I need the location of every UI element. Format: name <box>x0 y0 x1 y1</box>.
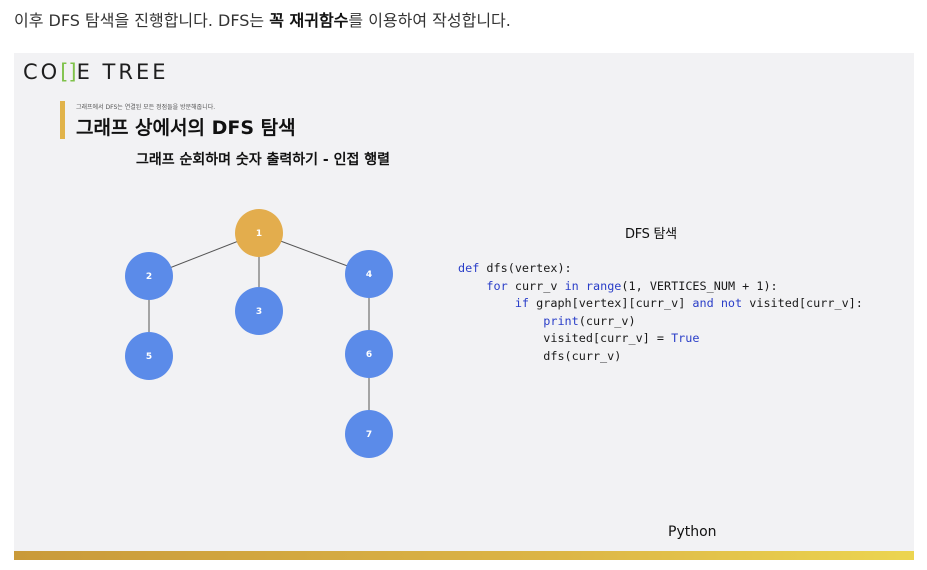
language-label: Python <box>668 524 717 540</box>
graph-node-2: 2 <box>125 252 173 300</box>
graph-node-circle <box>125 252 173 300</box>
graph-node-label: 2 <box>146 272 152 282</box>
slide-bottom-bar <box>14 551 914 560</box>
graph-node-label: 3 <box>256 307 262 317</box>
graph-node-circle <box>345 250 393 298</box>
graph-diagram: 1 2 3 4 5 6 7 <box>125 209 393 458</box>
graph-node-label: 7 <box>366 430 372 440</box>
graph-node-4: 4 <box>345 250 393 298</box>
graph-node-3: 3 <box>235 287 283 335</box>
title-accent-bar <box>60 101 65 139</box>
graph-node-label: 4 <box>366 270 372 280</box>
intro-paragraph: 이후 DFS 탐색을 진행합니다. DFS는 꼭 재귀함수를 이용하여 작성합니… <box>14 8 511 34</box>
logo-bracket-icon: [] <box>60 60 77 84</box>
graph-node-label: 1 <box>256 229 262 239</box>
graph-node-6: 6 <box>345 330 393 378</box>
lecture-slide-image: CO[]E TREE 그래프에서 DFS는 연결된 모든 정점들을 방문해줍니다… <box>14 53 914 551</box>
graph-node-circle <box>345 330 393 378</box>
slide-caption: 그래프에서 DFS는 연결된 모든 정점들을 방문해줍니다. <box>76 104 216 111</box>
codetree-logo: CO[]E TREE <box>23 60 169 84</box>
graph-node-label: 5 <box>146 352 152 362</box>
graph-node-label: 6 <box>366 350 372 360</box>
intro-text-2: 를 이용하여 작성합니다. <box>348 11 511 30</box>
intro-text-1: 이후 DFS 탐색을 진행합니다. DFS는 <box>14 11 270 30</box>
graph-node-5: 5 <box>125 332 173 380</box>
graph-node-7: 7 <box>345 410 393 458</box>
code-block: def dfs(vertex): for curr_v in range(1, … <box>458 261 863 363</box>
slide-title: 그래프 상에서의 DFS 탐색 <box>76 117 296 139</box>
intro-bold-text: 꼭 재귀함수 <box>269 11 349 30</box>
code-title: DFS 탐색 <box>625 227 677 242</box>
slide-subtitle: 그래프 순회하며 숫자 출력하기 - 인접 행렬 <box>136 152 391 168</box>
graph-nodes: 1 2 3 4 5 6 7 <box>125 209 393 458</box>
graph-node-circle <box>125 332 173 380</box>
graph-node-circle <box>235 209 283 257</box>
graph-node-1: 1 <box>235 209 283 257</box>
graph-node-circle <box>345 410 393 458</box>
graph-node-circle <box>235 287 283 335</box>
